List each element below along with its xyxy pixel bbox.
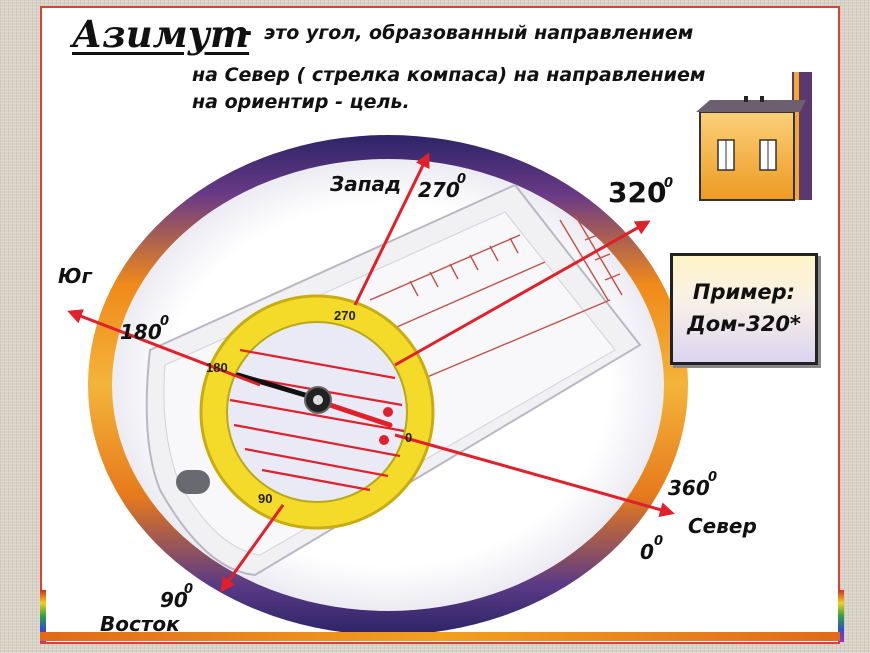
- definition-line-2: на Север ( стрелка компаса) на направлен…: [192, 64, 706, 86]
- example-box: Пример: Дом-320*: [670, 253, 818, 365]
- arrow-west: [353, 152, 430, 306]
- bezel-0: 0: [405, 430, 412, 445]
- compass-capsule: [199, 294, 435, 530]
- house-target-icon: [696, 72, 812, 201]
- direction-arrows: [67, 152, 675, 593]
- label-270: 270: [418, 178, 460, 202]
- right-color-strip: [838, 590, 844, 642]
- label-90: 90: [160, 588, 188, 612]
- label-320: 320: [608, 176, 667, 209]
- label-south: Юг: [58, 264, 92, 288]
- label-180: 180: [120, 320, 162, 344]
- label-0: 0: [640, 540, 654, 564]
- deg-180: 0: [160, 314, 170, 329]
- definition-line-1: это угол, образованный направлением: [264, 22, 694, 44]
- needle-north: [327, 402, 393, 428]
- deg-360: 0: [708, 470, 718, 485]
- ruler-scale: [369, 214, 623, 381]
- left-color-strip: [40, 590, 46, 642]
- label-west: Запад: [330, 172, 402, 196]
- deg-90: 0: [184, 582, 194, 597]
- deg-270: 0: [457, 172, 467, 187]
- bottom-accent-bar: [40, 632, 840, 641]
- title-dash: -: [240, 14, 253, 49]
- deg-320: 0: [664, 176, 674, 191]
- lanyard-hole: [176, 470, 210, 494]
- deg-0: 0: [654, 534, 664, 549]
- arrow-south: [67, 309, 261, 387]
- label-north: Север: [688, 514, 757, 538]
- arrow-east: [220, 504, 285, 593]
- example-heading: Пример:: [692, 280, 796, 304]
- needle-south: [235, 372, 308, 398]
- definition-line-3: на ориентир - цель.: [192, 91, 410, 113]
- example-value: Дом-320*: [687, 312, 801, 336]
- label-360: 360: [668, 476, 710, 500]
- arrow-320: [394, 220, 651, 367]
- slide-title: Азимут: [72, 12, 250, 56]
- bezel-270: 270: [334, 308, 356, 323]
- bezel-180: 180: [206, 360, 228, 375]
- bezel-90: 90: [258, 491, 272, 506]
- arrow-north: [394, 433, 675, 517]
